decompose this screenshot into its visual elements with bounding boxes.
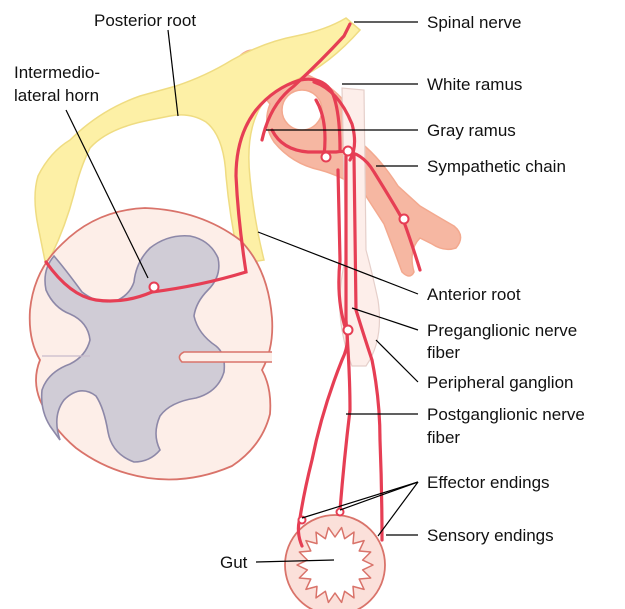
label-intermediolateral-horn-line2: lateral horn — [14, 86, 99, 105]
leader-peripheral-ganglion — [376, 340, 418, 382]
synapse-peripheral-ganglion — [344, 326, 353, 335]
label-peripheral-ganglion: Peripheral ganglion — [427, 373, 574, 392]
central-canal-notch — [179, 352, 272, 362]
synapse-chain-a — [322, 153, 331, 162]
leader-effector-a — [302, 482, 418, 518]
leader-effector-b — [340, 482, 418, 510]
synapse-chain-b — [344, 147, 353, 156]
synapse-chain-c — [400, 215, 409, 224]
label-postganglionic-line2: fiber — [427, 428, 460, 447]
label-posterior-root: Posterior root — [94, 11, 196, 30]
label-preganglionic-line1: Preganglionic nerve — [427, 321, 577, 340]
leader-effector-c — [378, 482, 418, 536]
spinal-cord — [30, 208, 273, 480]
label-postganglionic-line1: Postganglionic nerve — [427, 405, 585, 424]
label-intermediolateral-horn-line1: Intermedio- — [14, 63, 100, 82]
postganglionic-fiber-c — [300, 170, 347, 518]
synapse-intermediolateral — [150, 283, 159, 292]
label-effector-endings: Effector endings — [427, 473, 550, 492]
label-anterior-root: Anterior root — [427, 285, 521, 304]
label-gray-ramus: Gray ramus — [427, 121, 516, 140]
chain-ganglion-ring — [282, 90, 322, 130]
label-white-ramus: White ramus — [427, 75, 522, 94]
label-sympathetic-chain: Sympathetic chain — [427, 157, 566, 176]
label-sensory-endings: Sensory endings — [427, 526, 554, 545]
label-gut: Gut — [220, 553, 248, 572]
label-preganglionic-line2: fiber — [427, 343, 460, 362]
label-spinal-nerve: Spinal nerve — [427, 13, 522, 32]
